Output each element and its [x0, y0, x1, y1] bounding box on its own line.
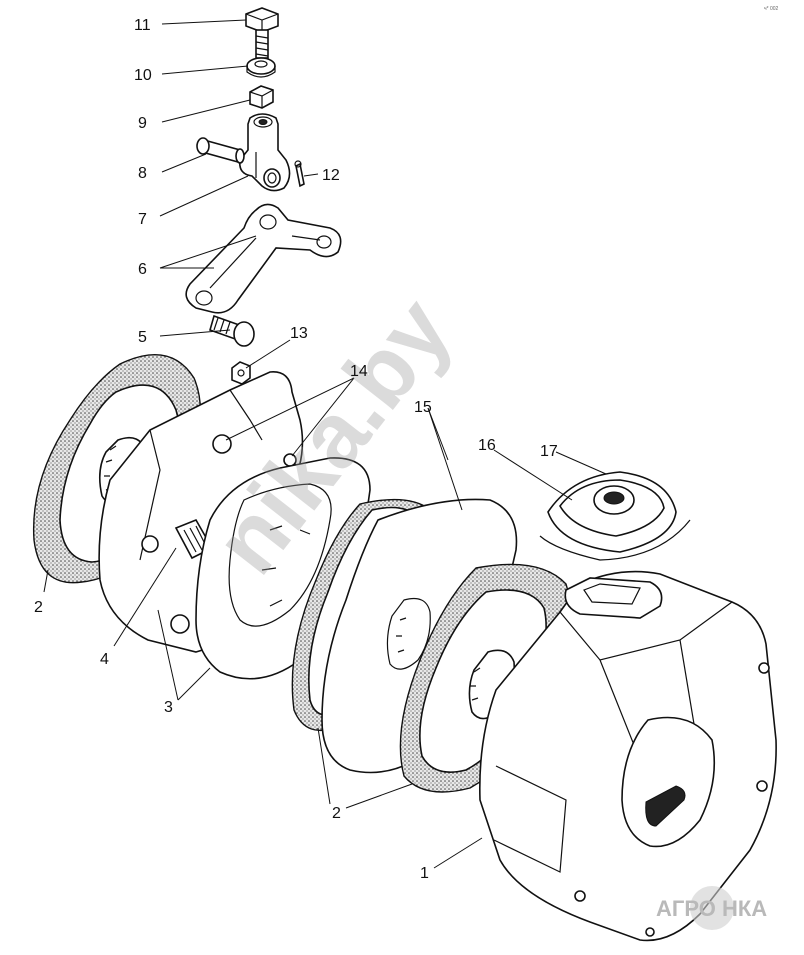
bearing-cap-part	[539, 471, 691, 561]
label-4: 4	[100, 651, 109, 668]
label-11: 11	[134, 17, 151, 34]
leader-lines	[43, 19, 607, 869]
bolt-part	[245, 7, 279, 59]
label-16: 16	[478, 437, 496, 454]
label-15: 15	[414, 399, 432, 416]
callout-labels: 11 10 9 8 12 7 6 5 13 14 15 16 17 2 4 3 …	[34, 17, 558, 882]
agronika-logo: АГРО НКА	[656, 886, 767, 930]
nut-part	[249, 85, 274, 109]
label-12: 12	[322, 167, 340, 184]
logo-text: АГРО НКА	[656, 896, 767, 921]
label-9: 9	[138, 115, 147, 132]
label-10: 10	[134, 67, 152, 84]
clevis-fork-part	[238, 113, 291, 192]
clutch-housing	[479, 570, 777, 942]
washer-part	[246, 57, 276, 78]
label-2-middle: 2	[332, 805, 341, 822]
label-13: 13	[290, 325, 308, 342]
corner-mark: ч* 002	[764, 6, 779, 12]
pin-part	[196, 137, 245, 164]
label-17: 17	[540, 443, 558, 460]
small-nut-part	[231, 361, 251, 385]
label-8: 8	[138, 165, 147, 182]
label-14: 14	[350, 363, 368, 380]
lever-bolt-part	[209, 314, 255, 347]
label-6: 6	[138, 261, 147, 278]
label-3: 3	[164, 699, 173, 716]
label-1: 1	[420, 865, 429, 882]
label-5: 5	[138, 329, 147, 346]
label-7: 7	[138, 211, 147, 228]
label-2-left: 2	[34, 599, 43, 616]
cotter-pin-part	[294, 160, 305, 188]
lever-part	[185, 203, 342, 314]
